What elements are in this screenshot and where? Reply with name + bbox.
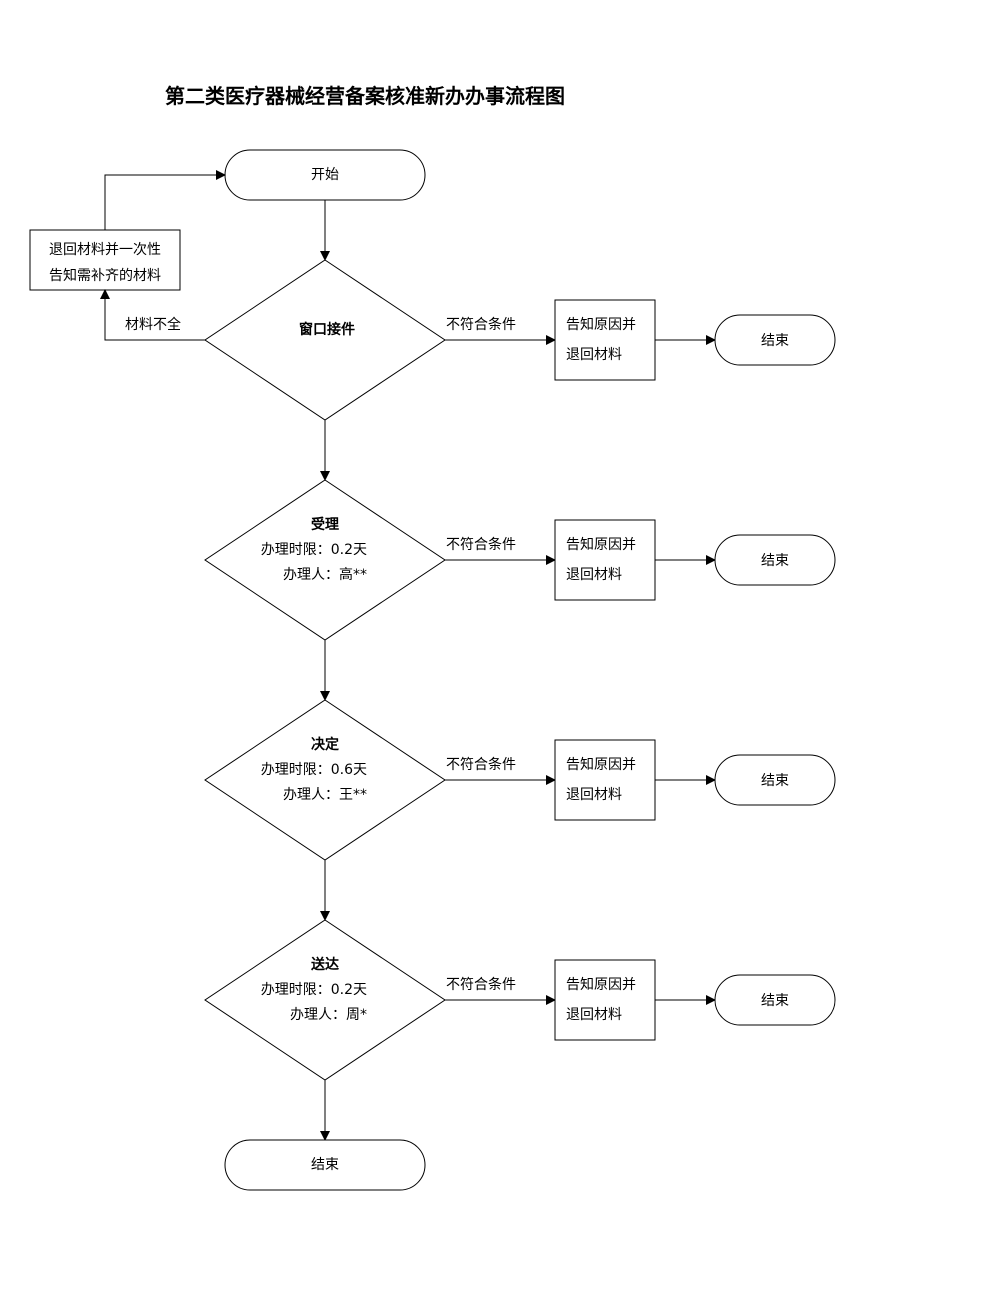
reject-box-line1: 告知原因并	[566, 976, 636, 993]
step-time: 办理时限：0.2天	[261, 542, 367, 558]
page-title: 第二类医疗器械经营备案核准新办办事流程图	[165, 84, 565, 108]
reject-label: 不符合条件	[446, 976, 516, 993]
incomplete-connector	[100, 289, 205, 341]
step-name: 受理	[311, 516, 339, 533]
reject-box-line1: 告知原因并	[566, 316, 636, 333]
reject-box	[554, 519, 656, 601]
end-label: 结束	[761, 773, 789, 789]
reject-box-line1: 告知原因并	[566, 536, 636, 553]
reject-box	[554, 299, 656, 381]
reject-box	[554, 959, 656, 1041]
step-person: 办理人：王**	[283, 787, 367, 803]
incomplete-label: 材料不全	[125, 316, 181, 333]
reject-label: 不符合条件	[446, 756, 516, 773]
loop-back-connector	[104, 170, 226, 230]
step-name: 窗口接件	[299, 321, 355, 338]
return-box-line2: 告知需补齐的材料	[49, 267, 161, 284]
step-person: 办理人：周*	[290, 1007, 367, 1023]
step-diamond	[204, 699, 446, 861]
end-terminal	[714, 314, 836, 366]
reject-box-line2: 退回材料	[566, 1007, 622, 1023]
start-label: 开始	[311, 167, 339, 183]
return-box-line1: 退回材料并一次性	[49, 242, 161, 258]
reject-box-line2: 退回材料	[566, 787, 622, 803]
step-time: 办理时限：0.2天	[261, 982, 367, 998]
reject-box-line1: 告知原因并	[566, 756, 636, 773]
step-name: 决定	[311, 736, 339, 753]
reject-box-line2: 退回材料	[566, 347, 622, 363]
final-end-terminal	[224, 1139, 426, 1191]
reject-box-line2: 退回材料	[566, 567, 622, 583]
end-label: 结束	[761, 333, 789, 349]
reject-box	[554, 739, 656, 821]
reject-label: 不符合条件	[446, 536, 516, 553]
end-label: 结束	[761, 553, 789, 569]
end-terminal	[714, 754, 836, 806]
end-terminal	[714, 534, 836, 586]
step-time: 办理时限：0.6天	[261, 762, 367, 778]
step-diamond	[204, 259, 446, 421]
final-end-label: 结束	[311, 1157, 339, 1173]
step-person: 办理人：高**	[283, 566, 367, 583]
step-diamond	[204, 919, 446, 1081]
end-terminal	[714, 974, 836, 1026]
reject-label: 不符合条件	[446, 316, 516, 333]
step-diamond	[204, 479, 446, 641]
step-name: 送达	[310, 956, 339, 973]
end-label: 结束	[761, 993, 789, 1009]
